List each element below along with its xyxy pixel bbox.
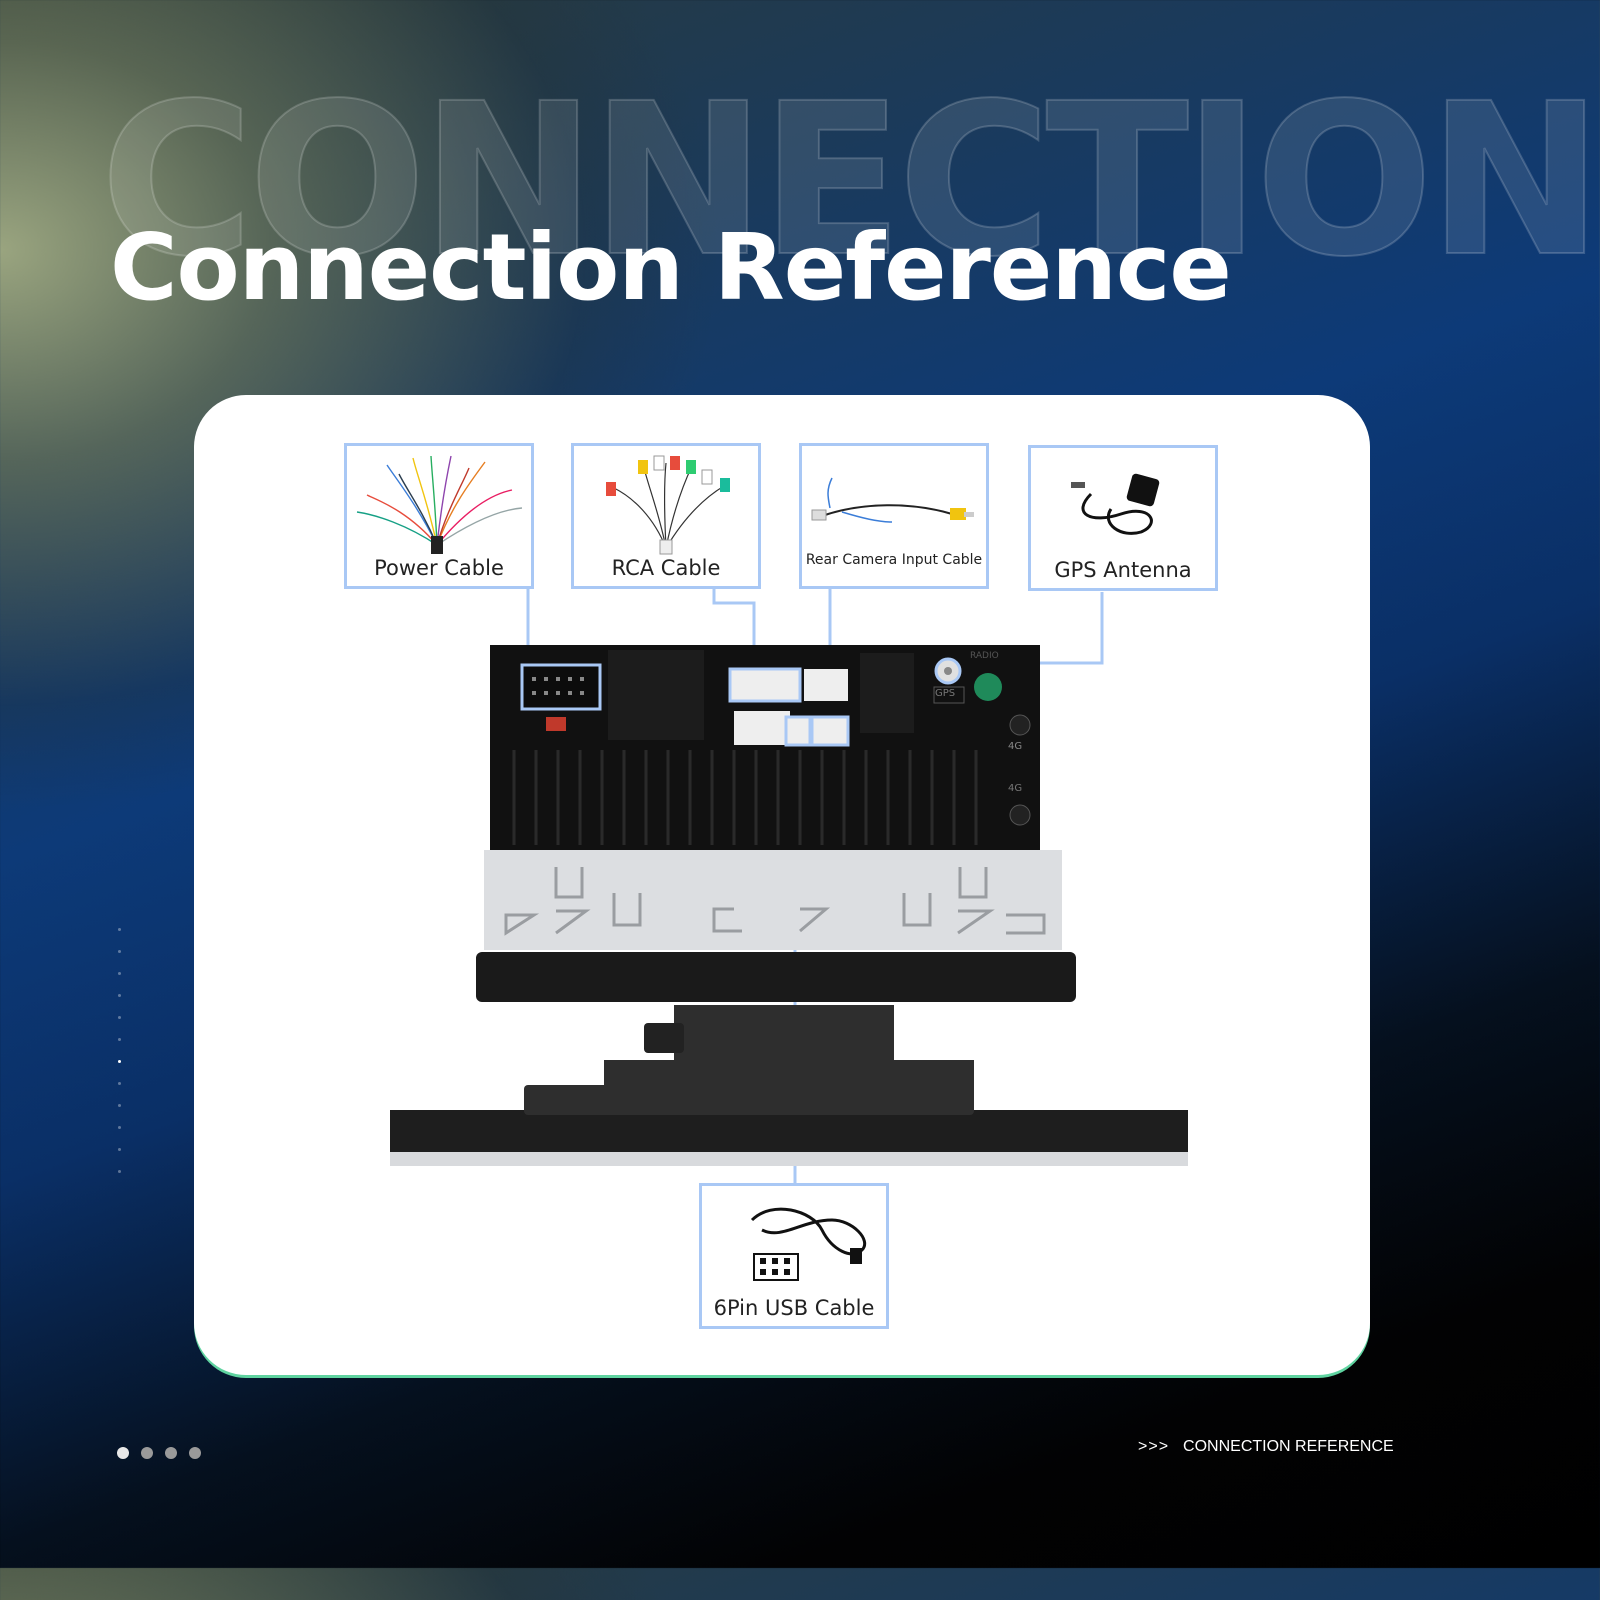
footer-section-label: >>> CONNECTION REFERENCE — [1138, 1438, 1394, 1456]
page-title: Connection Reference — [110, 214, 1232, 321]
background-title-watermark: CONNECTION REFE — [99, 58, 1600, 303]
power-cable-label: Power Cable — [374, 556, 504, 580]
page-dot-2[interactable] — [141, 1447, 153, 1459]
page-dot-4[interactable] — [189, 1447, 201, 1459]
gps-antenna-label: GPS Antenna — [1054, 558, 1192, 582]
4g-port-label-bottom: 4G — [1008, 783, 1023, 794]
footer-text: CONNECTION REFERENCE — [1183, 1438, 1394, 1455]
page-dot-3[interactable] — [165, 1447, 177, 1459]
gps-antenna-box: GPS Antenna — [1028, 445, 1218, 591]
rca-cable-icon — [606, 455, 730, 555]
scroll-indicator — [118, 928, 122, 1192]
gps-antenna-icon — [1071, 473, 1160, 535]
usb-cable-icon — [750, 1207, 866, 1281]
connection-diagram-card: Power Cable RCA Cable — [194, 395, 1370, 1375]
power-cable-box: Power Cable — [344, 443, 534, 589]
page-indicator[interactable] — [117, 1447, 201, 1459]
usb-cable-box: 6Pin USB Cable — [699, 1183, 889, 1329]
radio-port-label: RADIO — [970, 651, 999, 661]
4g-port-label-top: 4G — [1008, 741, 1023, 752]
chevrons-icon: >>> — [1138, 1438, 1170, 1455]
rca-cable-label: RCA Cable — [611, 556, 721, 580]
rear-camera-cable-icon — [811, 477, 974, 523]
rear-camera-cable-box: Rear Camera Input Cable — [799, 443, 989, 589]
rca-cable-box: RCA Cable — [571, 443, 761, 589]
page-dot-1[interactable] — [117, 1447, 129, 1459]
rear-camera-cable-label: Rear Camera Input Cable — [805, 552, 983, 568]
gps-port-label: GPS — [935, 688, 956, 699]
usb-cable-label: 6Pin USB Cable — [713, 1296, 875, 1320]
power-cable-icon — [356, 455, 523, 554]
